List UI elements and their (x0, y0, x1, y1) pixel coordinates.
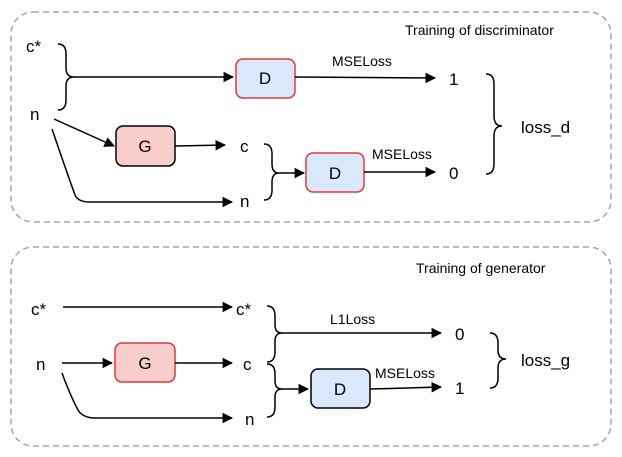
disc-target0-label: 0 (449, 164, 458, 183)
gen-loss2-label: MSELoss (375, 365, 435, 381)
gen-c-star-label: c* (31, 300, 47, 319)
gen-d-bracket (266, 363, 283, 418)
gen-n2-label: n (245, 410, 254, 429)
gen-n-label: n (36, 355, 45, 374)
generator-panel-title: Training of generator (416, 260, 546, 276)
gen-loss-bracket (489, 332, 507, 389)
disc-loss1-label: MSELoss (332, 53, 392, 69)
discriminator-panel (10, 11, 612, 223)
disc-n2-label: n (240, 192, 249, 211)
gen-g-label: G (138, 354, 151, 373)
generator-panel (10, 246, 612, 447)
disc-d1-label: D (259, 69, 271, 88)
gen-c-star-out-label: c* (236, 300, 252, 319)
gen-target0-label: 0 (455, 325, 464, 344)
gen-target1-label: 1 (455, 379, 464, 398)
disc-edge-n-to-n2 (51, 128, 234, 208)
disc-edge-n-to-g (53, 118, 115, 147)
disc-g-label: G (138, 137, 151, 156)
disc-edge-d1-to-target1 (294, 72, 437, 84)
disc-edge-g-to-c (174, 139, 227, 151)
gen-edge-d-to-target1 (369, 382, 443, 393)
gen-loss-total-label: loss_g (521, 351, 570, 370)
disc-loss-total-label: loss_d (521, 118, 570, 137)
disc-loss-bracket (485, 73, 503, 175)
gen-edge-n-to-n2 (61, 372, 234, 424)
discriminator-panel-title: Training of discriminator (405, 22, 554, 38)
gen-c-label: c (243, 355, 252, 374)
disc-c-star-label: c* (26, 37, 42, 56)
disc-d1-node (235, 58, 296, 99)
disc-loss2-label: MSELoss (372, 146, 432, 162)
disc-target1-label: 1 (449, 70, 458, 89)
disc-input-bracket (57, 43, 75, 111)
disc-d2-label: D (329, 164, 341, 183)
gen-l1-bracket (266, 305, 283, 363)
disc-cn-bracket (263, 143, 280, 201)
disc-c-label: c (240, 137, 249, 156)
gen-loss1-label: L1Loss (330, 311, 375, 327)
disc-n-label: n (30, 105, 39, 124)
gen-d-label: D (334, 380, 346, 399)
